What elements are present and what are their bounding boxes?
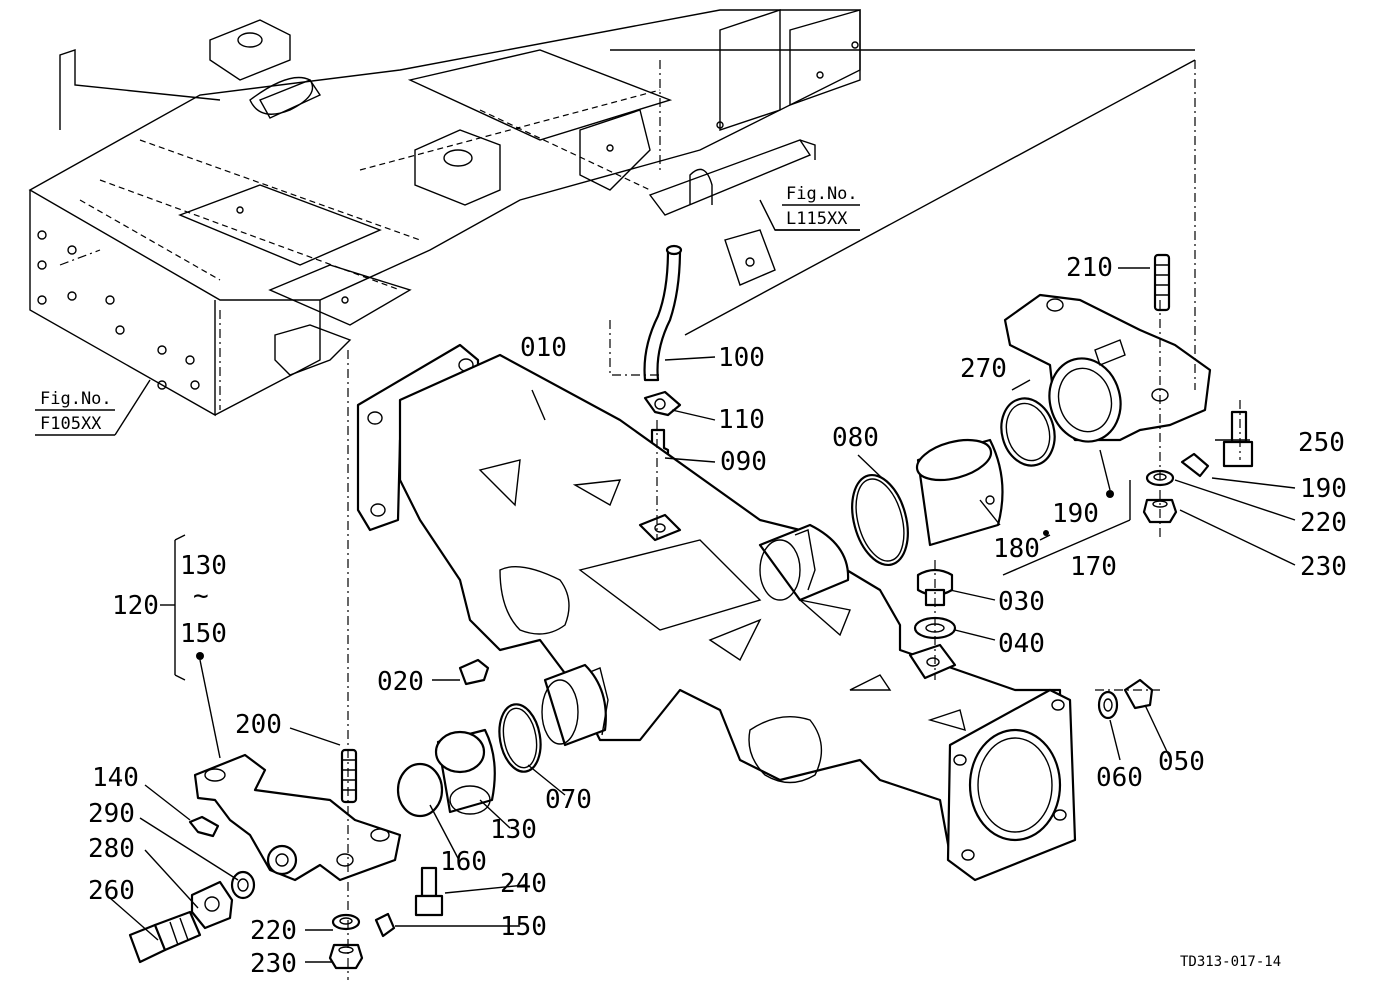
label-190: 190 [1300, 474, 1347, 504]
stud-210 [1153, 253, 1171, 312]
washer-290 [230, 870, 256, 900]
label-290: 290 [88, 799, 135, 829]
label-070: 070 [545, 785, 592, 815]
label-200: 200 [235, 710, 282, 740]
range-tilde: ~ [193, 581, 209, 611]
bushing-180 [915, 438, 1004, 547]
label-220-right: 220 [1300, 508, 1347, 538]
axle-case-010 [356, 343, 1077, 882]
label-010: 010 [520, 333, 567, 363]
label-180: 180 [993, 534, 1040, 564]
label-130: 130 [490, 815, 537, 845]
label-190-ref: 190 [1052, 499, 1099, 529]
fig-ref-left: Fig.No. F105XX [35, 389, 115, 436]
label-270: 270 [960, 354, 1007, 384]
label-130-range-start: 130 [180, 551, 227, 581]
fig-ref-left-code: F105XX [40, 414, 102, 434]
label-050: 050 [1158, 747, 1205, 777]
label-110: 110 [718, 405, 765, 435]
breather-hose-100 [643, 244, 683, 382]
label-170: 170 [1070, 552, 1117, 582]
plug-020 [458, 658, 490, 686]
label-040: 040 [998, 629, 1045, 659]
reference-dots [196, 490, 1114, 660]
plug-050 [1123, 678, 1154, 710]
drawing-code: TD313-017-14 [1180, 954, 1281, 970]
label-080: 080 [832, 423, 879, 453]
label-160: 160 [440, 847, 487, 877]
breather-bracket [648, 139, 816, 286]
lock-washer-220-left [331, 913, 361, 931]
tractor-frame [28, 9, 861, 417]
o-ring-080 [851, 473, 909, 567]
grease-nipple-150 [374, 912, 396, 938]
bolt-240 [414, 866, 444, 917]
axle-bracket-120 [193, 753, 402, 882]
label-280: 280 [88, 834, 135, 864]
stud-200 [340, 748, 358, 804]
pivot-bracket-170 [1003, 293, 1212, 443]
grease-nipple-190 [1180, 452, 1210, 478]
part-labels: 010 020 030 040 050 060 070 080 090 100 … [88, 253, 1347, 979]
bushing-130 [434, 728, 496, 815]
label-100: 100 [718, 343, 765, 373]
fig-ref-top: Fig.No. L115XX [775, 184, 860, 231]
label-140: 140 [92, 763, 139, 793]
label-240: 240 [500, 869, 547, 899]
fig-ref-top-code: L115XX [786, 209, 848, 229]
label-150-range-end: 150 [180, 619, 227, 649]
label-220-left: 220 [250, 916, 297, 946]
label-030: 030 [998, 587, 1045, 617]
o-ring-070 [498, 703, 542, 773]
label-230-left: 230 [250, 949, 297, 979]
label-210: 210 [1066, 253, 1113, 283]
o-ring-270 [1000, 397, 1056, 467]
fig-ref-left-title: Fig.No. [40, 389, 112, 409]
label-230-right: 230 [1300, 552, 1347, 582]
label-060: 060 [1096, 763, 1143, 793]
washer-060 [1097, 690, 1119, 720]
center-lines [347, 60, 1241, 980]
bolt-250 [1222, 410, 1254, 468]
nut-280 [190, 880, 234, 930]
label-090: 090 [720, 447, 767, 477]
label-250: 250 [1298, 428, 1345, 458]
bolt-260 [128, 910, 202, 964]
fig-ref-top-title: Fig.No. [786, 184, 858, 204]
label-120: 120 [112, 591, 159, 621]
grease-nipple-140 [188, 815, 220, 838]
label-260: 260 [88, 876, 135, 906]
label-150: 150 [500, 912, 547, 942]
nut-230-left [328, 943, 364, 970]
label-020: 020 [377, 667, 424, 697]
hose-clip-110 [643, 390, 682, 417]
cap-160 [396, 762, 444, 818]
